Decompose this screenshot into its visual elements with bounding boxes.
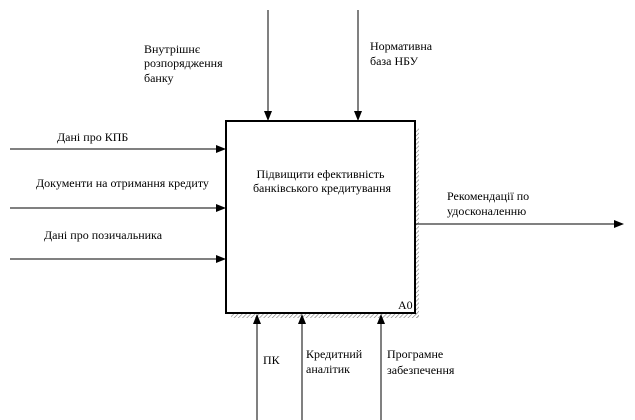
mechanism-label-pc: ПК — [263, 353, 281, 367]
output-label-recommendations: Рекомендації по удосконаленню — [447, 189, 532, 218]
control-label-internal-orders: Внутрішнє розпорядження банку — [144, 42, 226, 85]
activity-title: Підвищити ефективність банківського кред… — [253, 167, 392, 195]
activity-box-shadow — [231, 128, 419, 318]
label-line: Нормативна — [370, 39, 433, 53]
label-line: забезпечення — [387, 363, 455, 377]
label-line: Кредитний — [306, 347, 363, 361]
label-line: Рекомендації по — [447, 189, 529, 203]
mechanism-label-software: Програмне забезпечення — [387, 347, 455, 377]
activity-node-id: A0 — [398, 298, 413, 312]
mechanism-label-credit-analyst: Кредитний аналітик — [306, 347, 365, 376]
label-line: розпорядження — [144, 56, 223, 70]
label-line: банку — [144, 71, 174, 85]
activity-title-line: банківського кредитування — [253, 181, 392, 195]
label-line: Програмне — [387, 347, 443, 361]
label-line: база НБУ — [370, 54, 419, 68]
label-line: Внутрішнє — [144, 42, 200, 56]
label-line: аналітик — [306, 362, 350, 376]
label-line: удосконаленню — [447, 204, 526, 218]
input-label-borrower-data: Дані про позичальника — [44, 228, 163, 242]
activity-title-line: Підвищити ефективність — [257, 167, 385, 181]
control-label-nbu-regulations: Нормативна база НБУ — [370, 39, 435, 68]
input-label-credit-documents: Документи на отримання кредиту — [36, 176, 209, 190]
input-label-kpb-data: Дані про КПБ — [57, 130, 128, 144]
activity-box[interactable] — [225, 120, 416, 314]
